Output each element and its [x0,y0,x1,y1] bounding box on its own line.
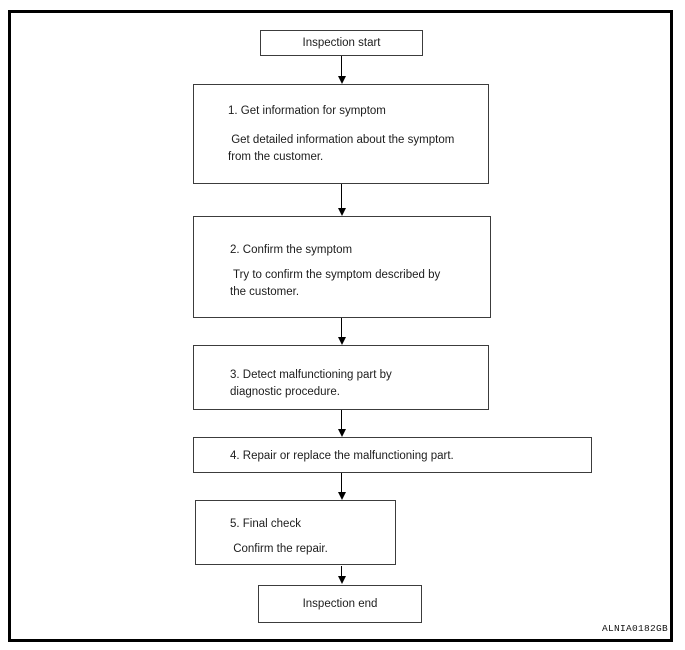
arrow-down-icon [337,208,346,216]
flow-step-5: 5. Final check Confirm the repair. [195,500,396,565]
diagram-outer-frame [8,10,673,642]
flow-arrow-2 [337,184,346,216]
flow-arrow-4 [337,410,346,437]
flow-node-end: Inspection end [258,585,422,623]
arrow-down-icon [337,76,346,84]
arrow-down-icon [337,576,346,584]
step-2-title: 2. Confirm the symptom [230,244,353,256]
arrow-line [340,318,343,337]
step-1-desc-line-1: Get detailed information about the sympt… [228,134,455,146]
step-3-title-line-2: diagnostic procedure. [230,386,340,398]
arrow-line [340,473,343,492]
step-1-description: Get detailed information about the sympt… [228,132,480,166]
flow-arrow-3 [337,318,346,345]
arrow-down-icon [337,337,346,345]
flow-step-3: 3. Detect malfunctioning part by diagnos… [193,345,489,410]
flow-node-end-label: Inspection end [302,597,378,610]
flow-arrow-5 [337,473,346,500]
flow-step-2: 2. Confirm the symptom Try to confirm th… [193,216,491,318]
arrow-line [340,56,343,76]
flow-node-start: Inspection start [260,30,423,56]
step-2-desc-line-1: Try to confirm the symptom described by [230,269,441,281]
figure-code: ALNIA0182GB [601,623,668,634]
step-2-description: Try to confirm the symptom described by … [230,267,482,301]
flow-arrow-6 [337,566,346,584]
step-2-desc-line-2: the customer. [230,286,300,298]
flow-step-1: 1. Get information for symptom Get detai… [193,84,489,184]
step-4-title: 4. Repair or replace the malfunctioning … [230,450,454,462]
arrow-line [340,410,343,429]
step-5-title: 5. Final check [230,518,301,530]
arrow-line [340,184,343,208]
arrow-down-icon [337,429,346,437]
step-5-desc-line-1: Confirm the repair. [230,543,328,555]
arrow-down-icon [337,492,346,500]
step-5-description: Confirm the repair. [230,541,387,558]
flow-arrow-1 [337,56,346,84]
step-1-desc-line-2: from the customer. [228,151,324,163]
arrow-line [340,566,343,576]
step-3-title: 3. Detect malfunctioning part by [230,369,392,381]
flow-step-4: 4. Repair or replace the malfunctioning … [193,437,592,473]
flow-node-start-label: Inspection start [302,36,381,49]
step-1-title: 1. Get information for symptom [228,105,386,117]
